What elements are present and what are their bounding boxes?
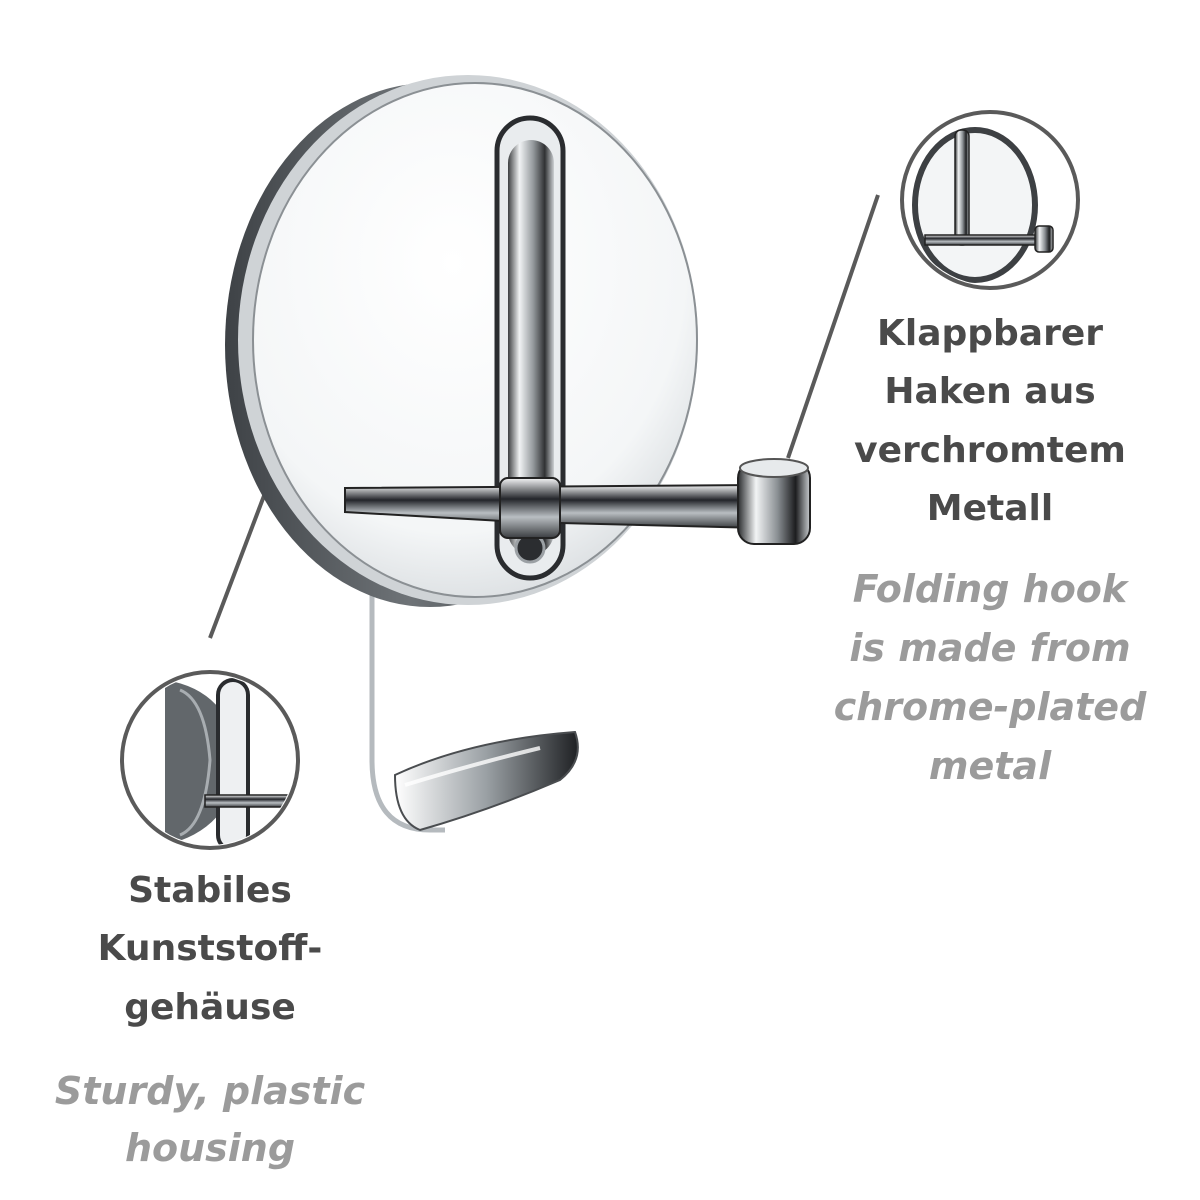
- callout-left-english-line: Sturdy, plastic: [54, 1069, 366, 1113]
- callout-line-left: [208, 479, 272, 639]
- callout-right-german-line: Klappbarer: [876, 313, 1104, 354]
- callout-right-english-line: chrome-plated: [833, 684, 1147, 729]
- callout-left-german-line: gehäuse: [124, 986, 296, 1028]
- callout-left-german: Stabiles Kunststoff- gehäuse: [40, 862, 380, 1037]
- callout-left-german-line: Stabiles: [128, 870, 292, 911]
- callout-right-german-line: Metall: [926, 487, 1054, 529]
- callout-right-english: Folding hook is made from chrome-plated …: [815, 560, 1165, 796]
- detail-circle-right: [900, 110, 1080, 290]
- detail-circle-left: [120, 670, 300, 850]
- callout-right-english-line: is made from: [849, 625, 1131, 670]
- callout-left-german-line: Kunststoff-: [97, 928, 323, 970]
- hook-main: [225, 75, 811, 833]
- housing-face: [252, 82, 698, 598]
- callout-right-english-line: metal: [928, 743, 1052, 788]
- callout-right-german-line: Haken aus: [884, 371, 1096, 413]
- callout-right-german-line: verchromtem: [854, 429, 1126, 471]
- callout-left-english-line: housing: [124, 1126, 296, 1170]
- lower-hook-wire: [369, 585, 445, 833]
- callout-right-english-line: Folding hook: [852, 567, 1128, 611]
- callout-line-right: [786, 194, 880, 459]
- callout-left-english: Sturdy, plastic housing: [40, 1063, 380, 1177]
- lower-hook-cup: [393, 730, 579, 832]
- callout-right-german: Klappbarer Haken aus verchromtem Metall: [815, 305, 1165, 538]
